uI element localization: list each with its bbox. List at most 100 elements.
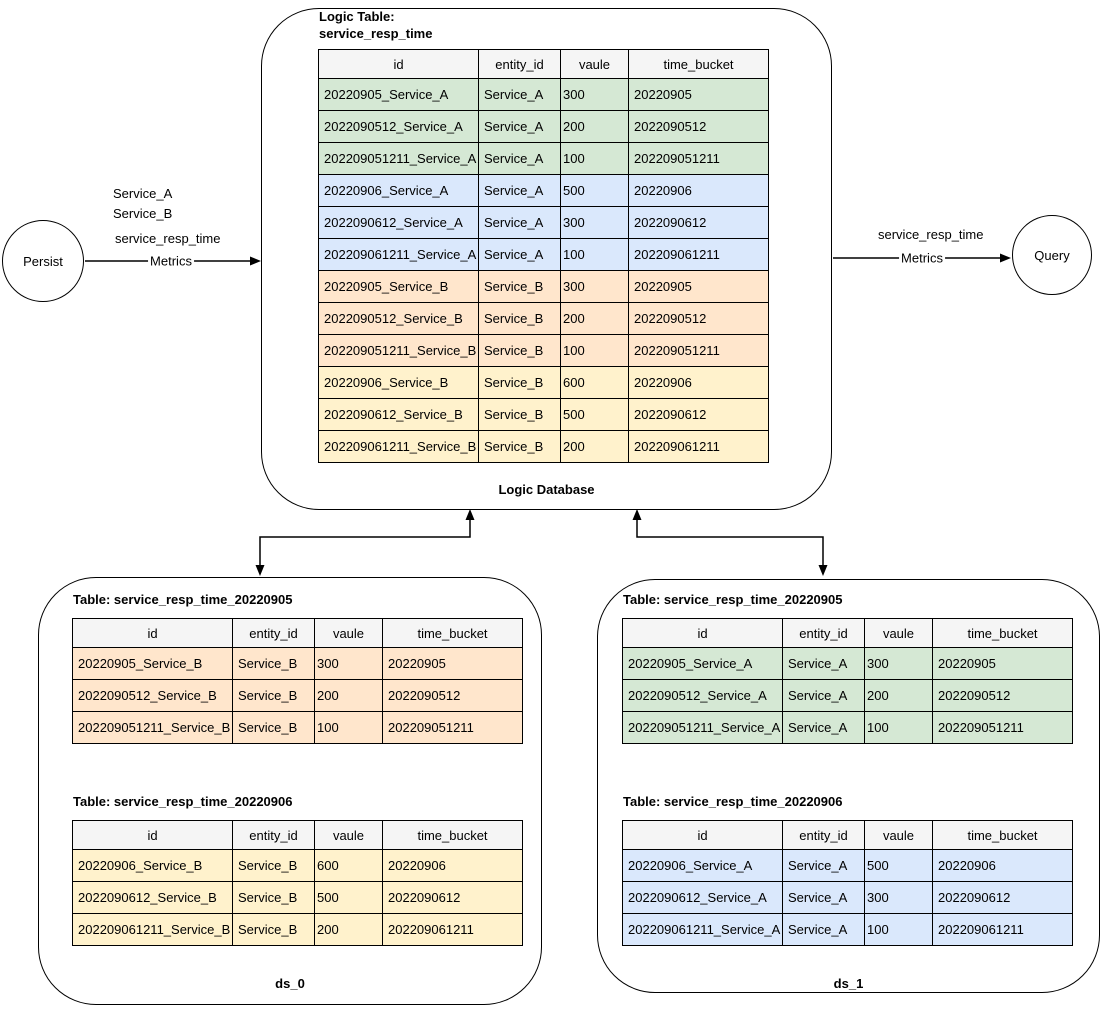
table-cell: Service_A (478, 110, 561, 143)
table-cell: Service_B (232, 913, 315, 946)
table-cell: 2022090612_Service_B (72, 881, 233, 914)
persist-to-db-arrowhead (250, 256, 261, 266)
table-cell: 202209061211_Service_B (72, 913, 233, 946)
logic-table-heading: Logic Table: service_resp_time (319, 9, 432, 42)
table-cell: 202209051211_Service_A (622, 711, 783, 744)
ds1-table1-title: Table: service_resp_time_20220905 (623, 592, 843, 607)
column-header: id (72, 618, 233, 648)
db-ds0-connector-line (259, 518, 471, 570)
column-header: vaule (314, 820, 383, 850)
db-ds1-connector-line (636, 518, 824, 570)
table-cell: Service_B (478, 302, 561, 335)
db-ds0-down-arrowhead (255, 565, 265, 576)
table-cell: 300 (560, 206, 629, 239)
left-flow-arrow-label: Metrics (148, 253, 194, 269)
table-cell: 20220906_Service_B (72, 849, 233, 882)
db-to-query-arrowhead (1000, 253, 1011, 263)
table-cell: 2022090512_Service_A (318, 110, 479, 143)
table-cell: 100 (560, 238, 629, 271)
column-header: vaule (314, 618, 383, 648)
table-cell: 100 (864, 913, 933, 946)
table-cell: 202209061211_Service_B (318, 430, 479, 463)
right-flow-arrow-label: Metrics (899, 250, 945, 266)
query-node[interactable]: Query (1012, 215, 1092, 295)
table-cell: 300 (864, 647, 933, 680)
table-cell: 20220905_Service_B (318, 270, 479, 303)
column-header: entity_id (232, 618, 315, 648)
table-cell: 20220906 (628, 366, 769, 399)
table-cell: 100 (560, 142, 629, 175)
table-cell: 20220905 (932, 647, 1073, 680)
table-cell: 2022090612_Service_B (318, 398, 479, 431)
persist-node[interactable]: Persist (2, 220, 84, 302)
table-cell: 200 (560, 110, 629, 143)
table-cell: 2022090512 (628, 302, 769, 335)
table-cell: 20220905 (628, 78, 769, 111)
table-cell: Service_A (782, 881, 865, 914)
table-cell: Service_B (478, 366, 561, 399)
ds1-table2-title: Table: service_resp_time_20220906 (623, 794, 843, 809)
table-cell: 20220905_Service_A (318, 78, 479, 111)
right-flow-metric-label: service_resp_time (878, 227, 984, 242)
table-cell: 20220906_Service_B (318, 366, 479, 399)
table-cell: 20220906 (932, 849, 1073, 882)
table-cell: 500 (864, 849, 933, 882)
table-cell: 202209051211_Service_B (318, 334, 479, 367)
table-cell: 500 (314, 881, 383, 914)
column-header: entity_id (782, 618, 865, 648)
table-cell: 20220905 (628, 270, 769, 303)
table-cell: Service_A (782, 711, 865, 744)
table-cell: 202209061211_Service_A (622, 913, 783, 946)
db-ds1-down-arrowhead (818, 565, 828, 576)
table-cell: 20220905 (382, 647, 523, 680)
table-cell: 202209051211 (382, 711, 523, 744)
column-header: time_bucket (382, 618, 523, 648)
table-cell: Service_A (782, 679, 865, 712)
column-header: time_bucket (932, 820, 1073, 850)
table-cell: 200 (864, 679, 933, 712)
table-cell: Service_B (478, 270, 561, 303)
table-cell: 200 (560, 302, 629, 335)
logic-table-heading-line2: service_resp_time (319, 25, 433, 41)
table-cell: 2022090612 (932, 881, 1073, 914)
column-header: time_bucket (628, 49, 769, 79)
table-cell: 300 (560, 270, 629, 303)
table-cell: 100 (560, 334, 629, 367)
table-cell: 300 (560, 78, 629, 111)
table-cell: 100 (314, 711, 383, 744)
table-cell: Service_B (478, 398, 561, 431)
ds0-caption: ds_0 (275, 976, 305, 991)
ds0-table2-title: Table: service_resp_time_20220906 (73, 794, 293, 809)
table-cell: 100 (864, 711, 933, 744)
logic-table-heading-line1: Logic Table: (319, 9, 395, 24)
table-cell: 20220905_Service_A (622, 647, 783, 680)
table-cell: Service_B (232, 881, 315, 914)
query-label: Query (1034, 247, 1070, 263)
